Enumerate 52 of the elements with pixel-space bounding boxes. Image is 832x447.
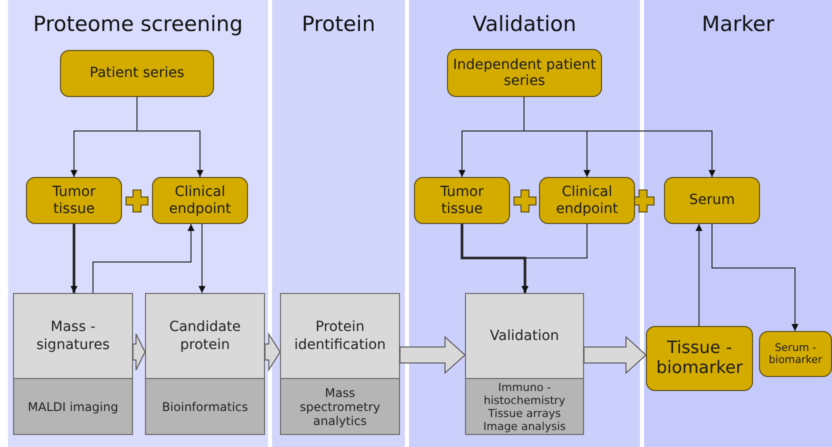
arrow (136, 96, 204, 178)
process-box (145, 293, 265, 435)
box-label: Clinical endpoint (554, 184, 620, 217)
box-label: Tumor tissue (51, 184, 97, 217)
stage-column (409, 0, 640, 447)
input-box (414, 177, 510, 224)
process-title: Protein identification (293, 318, 387, 354)
input-box (26, 177, 122, 224)
input-box (539, 177, 635, 224)
block-arrow (132, 334, 146, 370)
stage-column (272, 0, 405, 447)
stage-column (8, 0, 268, 447)
box-label: Patient series (90, 65, 184, 82)
box-label: Independent patient series (452, 56, 597, 90)
block-arrow (264, 332, 281, 372)
arrow (712, 224, 798, 332)
arrow (460, 224, 528, 293)
process-title: Validation (490, 327, 560, 345)
input-box (60, 50, 214, 97)
block-arrow (400, 336, 466, 374)
method-text: MALDI imaging (28, 400, 118, 414)
block-arrow (584, 336, 647, 374)
arrow (522, 224, 588, 294)
method-text: Tissue arrays (488, 406, 561, 420)
box-label: Serum - biomarker (768, 342, 824, 366)
stage-heading: Validation (472, 14, 576, 35)
stage-column (644, 0, 832, 447)
process-title: Candidate protein (168, 318, 242, 354)
process-box (280, 293, 400, 435)
box-label: Serum (689, 192, 735, 209)
arrow (70, 224, 78, 293)
stage-heading: Protein (302, 14, 376, 35)
method-text: Mass spectrometry analytics (298, 386, 382, 428)
stage-heading: Proteome screening (33, 14, 243, 35)
box-label: Tumor tissue (439, 184, 485, 217)
box-label: Tissue - biomarker (655, 338, 744, 378)
method-text: Image analysis (483, 420, 566, 432)
input-box (759, 331, 832, 377)
input-box (152, 177, 248, 224)
method-text: Immuno - histochemistry (482, 380, 566, 406)
method-text: Bioinformatics (162, 400, 248, 414)
process-box (465, 293, 584, 435)
input-box (646, 326, 753, 391)
box-label: Clinical endpoint (168, 184, 232, 217)
arrow (696, 224, 702, 326)
stage-heading: Marker (702, 14, 774, 35)
arrow (198, 224, 206, 294)
process-title: Mass - signatures (35, 318, 111, 354)
arrow (92, 224, 194, 294)
input-box (447, 49, 602, 97)
input-box (664, 177, 760, 224)
process-box (13, 293, 133, 435)
